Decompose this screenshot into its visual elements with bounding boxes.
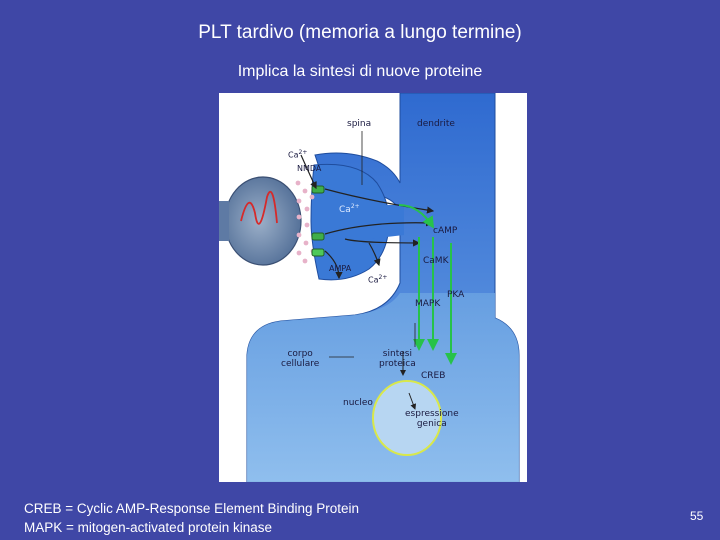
- label-nmda: NMDA: [297, 164, 322, 173]
- slide-subtitle: Implica la sintesi di nuove proteine: [237, 63, 483, 80]
- label-ca-bottom: Ca2+: [368, 274, 388, 285]
- page-number: 55: [690, 509, 704, 523]
- label-spina: spina: [347, 119, 372, 129]
- footnote-creb: CREB = Cyclic AMP-Response Element Bindi…: [24, 501, 360, 516]
- slide-title: PLT tardivo (memoria a lungo termine): [198, 22, 522, 43]
- footnote-mapk: MAPK = mitogen-activated protein kinase: [24, 520, 273, 535]
- label-camp: cAMP: [433, 226, 458, 236]
- label-espressione-genica: espressione genica: [405, 409, 459, 429]
- label-nucleo: nucleo: [343, 398, 373, 408]
- label-camk: CaMK: [423, 256, 449, 266]
- label-ca-mid: Ca2+: [339, 203, 360, 215]
- label-sintesi-proteica: sintesi proteica: [379, 349, 416, 369]
- label-mapk: MAPK: [415, 299, 441, 309]
- label-dendrite: dendrite: [417, 119, 455, 129]
- cell-body-shape: [247, 293, 519, 482]
- receptors: [311, 185, 325, 257]
- spine-head: [310, 163, 390, 281]
- nucleus: [372, 380, 442, 456]
- neuron-diagram: spina dendrite Ca2+ NMDA Ca2+ cAMP CaMK …: [219, 93, 527, 482]
- label-ampa: AMPA: [329, 264, 352, 273]
- label-corpo-cellulare: corpo cellulare: [281, 349, 320, 369]
- neuron-drawing: [219, 93, 520, 482]
- action-potential-trace: [240, 190, 278, 225]
- presynaptic-terminal: [224, 176, 302, 266]
- label-ca-top: Ca2+: [288, 149, 308, 160]
- label-creb: CREB: [421, 371, 446, 381]
- label-pka: PKA: [447, 290, 465, 300]
